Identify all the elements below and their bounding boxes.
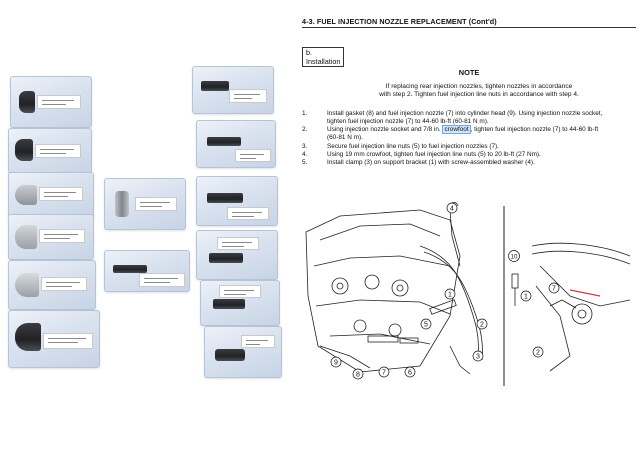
callout-label: 6 bbox=[408, 370, 412, 377]
tool-label bbox=[41, 277, 87, 291]
step-number: 2. bbox=[302, 126, 308, 133]
tool-label bbox=[227, 207, 269, 220]
callout-label: 3 bbox=[476, 354, 480, 361]
tool-label bbox=[235, 149, 271, 162]
tool-label bbox=[241, 335, 275, 348]
callout-label: 10 bbox=[511, 255, 518, 261]
crowfoot-wrench-icon bbox=[15, 185, 37, 205]
tool-label bbox=[35, 144, 81, 158]
tool-bag bbox=[8, 260, 96, 310]
tool-bag bbox=[200, 280, 280, 326]
callout-label: 1 bbox=[448, 292, 452, 299]
tool-bag bbox=[204, 326, 282, 378]
callout-1-detail: 1 bbox=[520, 290, 532, 302]
callout-1: 1 bbox=[444, 288, 456, 300]
step-line: Using injection nozzle socket and 7/8 in… bbox=[327, 125, 639, 134]
tool-bag bbox=[104, 178, 186, 230]
tool-label bbox=[37, 95, 81, 109]
step-text: Using 19 mm crowfoot, tighten fuel injec… bbox=[327, 151, 541, 158]
callout-7: 7 bbox=[378, 366, 390, 378]
callout-label: 2 bbox=[480, 322, 484, 329]
step-line: Install gasket (8) and fuel injection no… bbox=[327, 110, 603, 117]
tool-bag bbox=[196, 120, 276, 168]
nozzle-socket-icon bbox=[207, 193, 243, 203]
callout-label: 2 bbox=[536, 350, 540, 357]
manual-page: 4-3. FUEL INJECTION NOZZLE REPLACEMENT (… bbox=[298, 0, 640, 452]
crowfoot-wrench-icon bbox=[15, 273, 39, 297]
step-text: Secure fuel injection line nuts (5) to f… bbox=[327, 143, 499, 150]
callout-4: 4 bbox=[446, 202, 458, 214]
socket-icon bbox=[115, 191, 129, 217]
crowfoot-wrench-icon bbox=[19, 91, 35, 113]
step-5: 5. Install clamp (3) on support bracket … bbox=[302, 159, 640, 167]
callout-label: 4 bbox=[450, 206, 454, 213]
step-text: Install gasket (8) and fuel injection no… bbox=[327, 110, 639, 126]
step-number: 4. bbox=[302, 151, 308, 158]
tool-bag bbox=[196, 230, 278, 280]
nozzle-socket-icon bbox=[207, 137, 241, 146]
engine-diagram: 4 1 2 3 5 6 7 8 9 10 1 2 7 bbox=[305, 202, 631, 386]
callout-label: 5 bbox=[424, 322, 428, 329]
callout-10: 10 bbox=[508, 250, 520, 262]
tool-label bbox=[39, 229, 85, 243]
callout-label: 7 bbox=[552, 286, 556, 293]
callout-label: 8 bbox=[356, 372, 360, 379]
tool-label bbox=[135, 197, 177, 211]
tool-bag bbox=[192, 66, 274, 114]
crowfoot-wrench-icon bbox=[15, 323, 41, 351]
tool-bag bbox=[196, 176, 278, 226]
tool-bag bbox=[8, 214, 94, 260]
step-3: 3. Secure fuel injection line nuts (5) t… bbox=[302, 143, 640, 151]
tool-label bbox=[229, 89, 267, 103]
callout-6: 6 bbox=[404, 366, 416, 378]
callout-5: 5 bbox=[420, 318, 432, 330]
step-number: 1. bbox=[302, 110, 308, 117]
callout-8: 8 bbox=[352, 368, 364, 380]
callout-label: 9 bbox=[334, 360, 338, 367]
step-text-part: Using injection nozzle socket and 7/8 in… bbox=[327, 126, 443, 133]
callout-label: 1 bbox=[524, 294, 528, 301]
tool-label bbox=[139, 273, 185, 287]
page-title: 4-3. FUEL INJECTION NOZZLE REPLACEMENT (… bbox=[302, 17, 636, 28]
nozzle-socket-icon bbox=[209, 253, 243, 263]
callout-7-detail: 7 bbox=[548, 282, 560, 294]
tool-label bbox=[43, 333, 93, 349]
tool-bag bbox=[8, 128, 92, 174]
note-text: If replacing rear injection nozzles, tig… bbox=[348, 83, 610, 99]
callout-2: 2 bbox=[476, 318, 488, 330]
socket-extension-icon bbox=[113, 265, 147, 273]
nozzle-socket-icon bbox=[201, 81, 229, 91]
step-text: Using injection nozzle socket and 7/8 in… bbox=[327, 125, 639, 142]
nozzle-socket-icon bbox=[215, 349, 245, 361]
step-text-part: , tighten fuel injection nozzle (7) to 4… bbox=[470, 126, 599, 133]
note-line: with step 2. Tighten fuel injection line… bbox=[379, 91, 579, 98]
tool-bag bbox=[10, 76, 92, 128]
step-2: 2. Using injection nozzle socket and 7/8… bbox=[302, 125, 640, 142]
highlighted-term[interactable]: crowfoot bbox=[442, 125, 471, 134]
callout-9: 9 bbox=[330, 356, 342, 368]
tool-bag bbox=[8, 172, 94, 218]
nozzle-socket-icon bbox=[213, 299, 245, 309]
crowfoot-wrench-icon bbox=[15, 139, 33, 161]
step-line: (60-81 N m). bbox=[327, 134, 363, 141]
tool-bag bbox=[104, 250, 190, 292]
step-text: Install clamp (3) on support bracket (1)… bbox=[327, 159, 535, 166]
crowfoot-wrench-icon bbox=[15, 225, 37, 249]
step-4: 4. Using 19 mm crowfoot, tighten fuel in… bbox=[302, 151, 640, 159]
tool-label bbox=[219, 285, 261, 298]
tool-label bbox=[39, 187, 83, 201]
tool-set-photo bbox=[0, 0, 298, 452]
tool-label bbox=[217, 237, 259, 250]
step-line: tighten fuel injection nozzle (7) to 44-… bbox=[327, 118, 489, 125]
callout-2-detail: 2 bbox=[532, 346, 544, 358]
tool-bag bbox=[8, 310, 100, 368]
step-number: 5. bbox=[302, 159, 308, 166]
section-heading: b. Installation bbox=[302, 47, 344, 67]
note-line: If replacing rear injection nozzles, tig… bbox=[385, 83, 573, 90]
callout-3: 3 bbox=[472, 350, 484, 362]
step-1: 1. Install gasket (8) and fuel injection… bbox=[302, 110, 640, 126]
note-heading: NOTE bbox=[458, 68, 480, 77]
callout-label: 7 bbox=[382, 370, 386, 377]
step-number: 3. bbox=[302, 143, 308, 150]
